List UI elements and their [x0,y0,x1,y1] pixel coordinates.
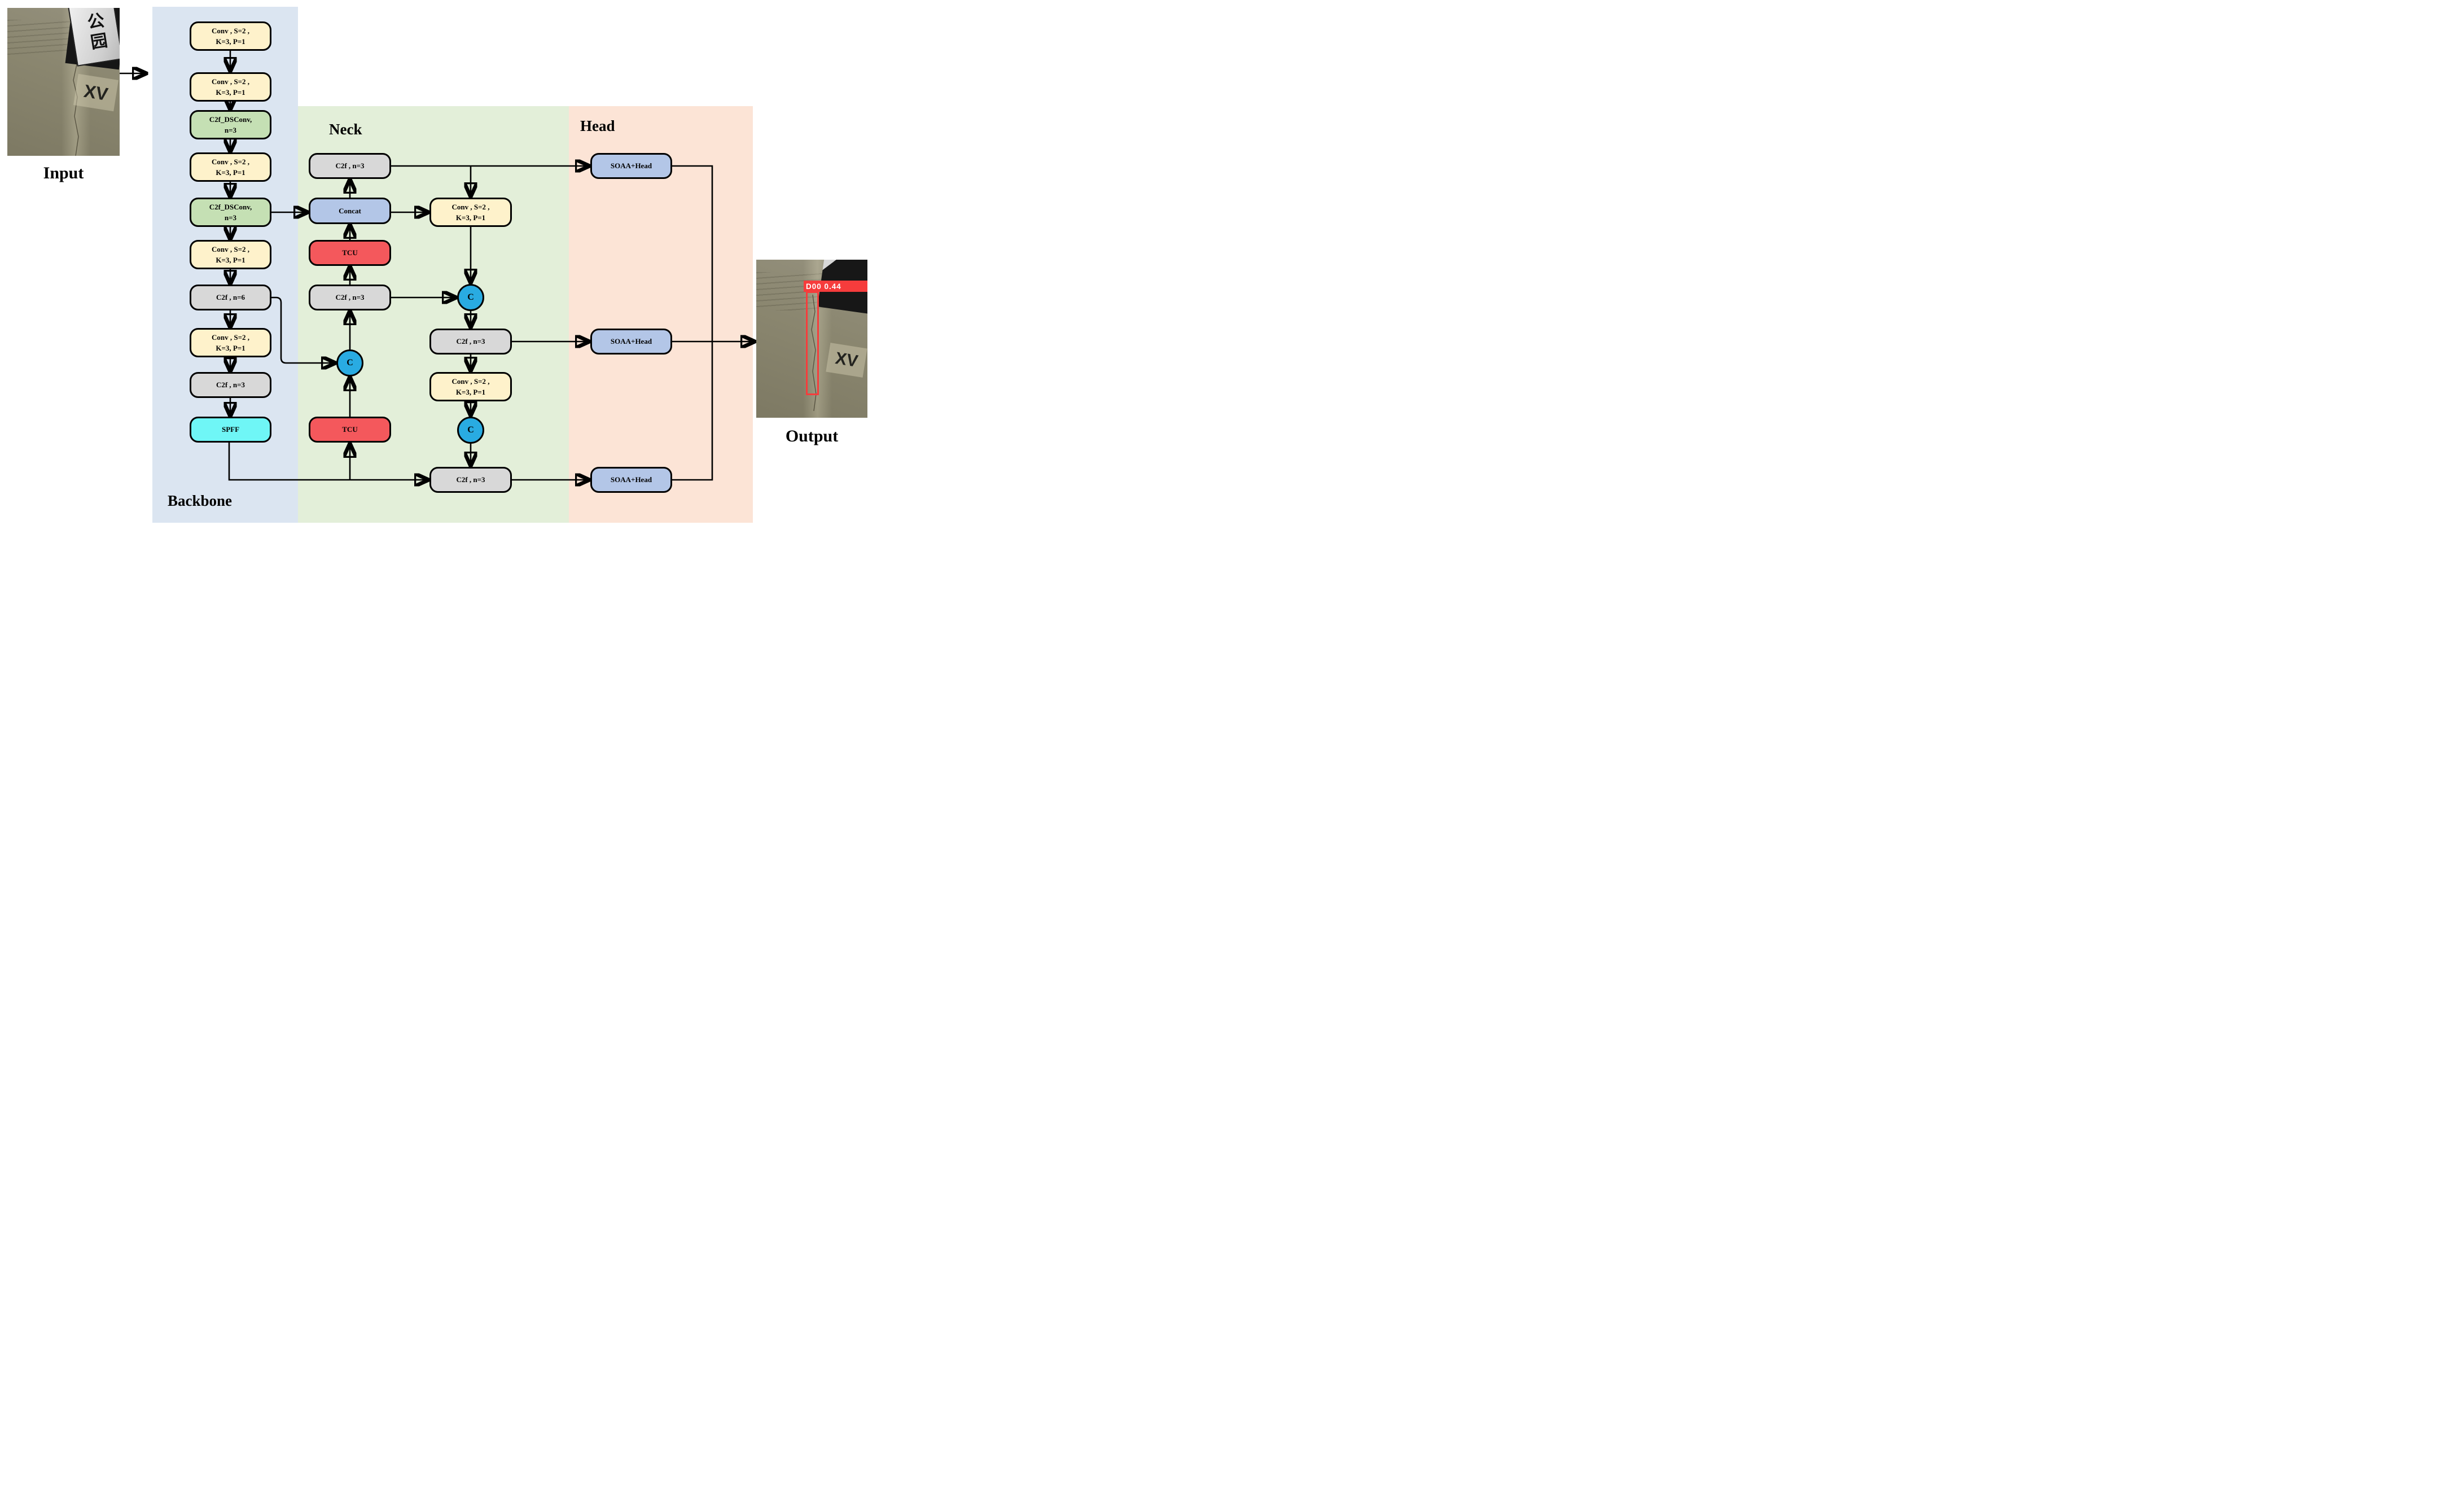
detection-bbox [806,291,819,395]
architecture-diagram: Backbone Neck Head [0,0,873,533]
backbone-label: Backbone [168,492,233,509]
block-c2f-dsconv1: C2f_DSConv,n=3 [190,110,271,139]
concat-circle-1: C [336,349,363,377]
block-tcu-top: TCU [309,240,391,266]
block-c2f-n6: C2f , n=6 [190,285,271,310]
input-image: 公园 XV [7,8,120,156]
block-c2f-dsconv2: C2f_DSConv,n=3 [190,198,271,227]
detection-label: D00 0.44 [804,281,867,292]
block-conv4: Conv , S=2 ,K=3, P=1 [190,240,271,269]
concat-circle-3: C [457,417,484,444]
block-conv2: Conv , S=2 ,K=3, P=1 [190,72,271,102]
block-tcu-bottom: TCU [309,417,391,443]
block-conv1: Conv , S=2 ,K=3, P=1 [190,21,271,51]
park-sign: 公园 [68,8,120,67]
block-soaa-head-bottom: SOAA+Head [590,467,672,493]
block-conv5: Conv , S=2 ,K=3, P=1 [190,328,271,357]
block-c2f-n3-neck-mid: C2f , n=3 [309,285,391,310]
block-soaa-head-mid: SOAA+Head [590,329,672,355]
output-label: Output [785,427,839,445]
neck-label: Neck [329,121,362,138]
block-c2f-n3-neck2-mid: C2f , n=3 [429,329,512,355]
block-c2f-n3-neck-top: C2f , n=3 [309,153,391,179]
concat-circle-2: C [457,284,484,311]
input-label: Input [43,164,84,182]
wall-marking-xv: XV [73,73,119,112]
output-image: XV D00 0.44 [756,260,867,418]
block-spff: SPFF [190,417,271,443]
block-conv-neck1: Conv , S=2 ,K=3, P=1 [429,198,512,227]
head-label: Head [580,117,615,134]
block-soaa-head-top: SOAA+Head [590,153,672,179]
wall-marking-xv-out: XV [826,343,867,378]
block-c2f-n3-backbone: C2f , n=3 [190,372,271,398]
block-c2f-n3-neck2-bottom: C2f , n=3 [429,467,512,493]
block-conv3: Conv , S=2 ,K=3, P=1 [190,152,271,182]
block-concat: Concat [309,198,391,224]
block-conv-neck2: Conv , S=2 ,K=3, P=1 [429,372,512,401]
